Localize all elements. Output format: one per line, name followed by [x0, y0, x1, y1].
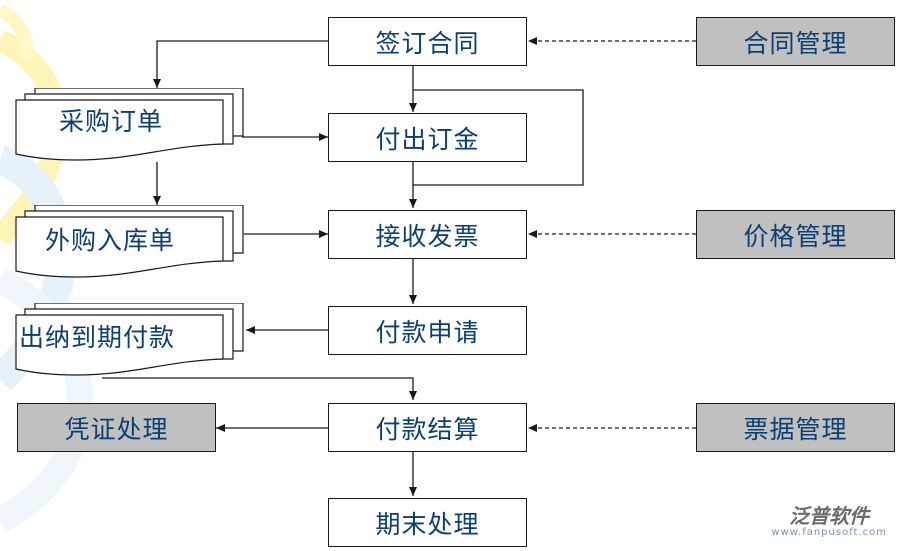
purchase-receipt-document: 外购入库单: [15, 205, 247, 281]
cashier-due-payment-document: 出纳到期付款: [15, 303, 247, 379]
receive-invoice-box: 接收发票: [328, 210, 527, 259]
price-mgmt-box: 价格管理: [696, 210, 895, 259]
cashier-due-payment-label: 出纳到期付款: [19, 323, 176, 352]
sign-contract-box: 签订合同: [328, 17, 527, 66]
purchase-order-document: 采购订单: [15, 88, 247, 164]
period-end-box: 期末处理: [328, 498, 527, 547]
logo-url-text: www.fanpusoft.com: [771, 527, 887, 538]
logo-brand-text: 泛普软件: [789, 504, 870, 528]
contract-mgmt-box: 合同管理: [696, 17, 895, 66]
pay-deposit-box: 付出订金: [328, 113, 527, 162]
loop-bypass-line: [413, 89, 584, 186]
purchase-order-label: 采购订单: [59, 107, 164, 136]
payment-request-box: 付款申请: [328, 306, 527, 355]
fanpu-logo: 泛普软件 www.fanpusoft.com: [771, 500, 887, 538]
bill-mgmt-box: 票据管理: [696, 403, 895, 452]
arrow-cashier-to-settlement: [102, 377, 417, 400]
payment-settlement-box: 付款结算: [328, 403, 527, 452]
voucher-processing-box: 凭证处理: [17, 403, 216, 452]
arrow-contract-to-purchase-order: [153, 40, 328, 88]
purchase-receipt-label: 外购入库单: [45, 226, 176, 255]
